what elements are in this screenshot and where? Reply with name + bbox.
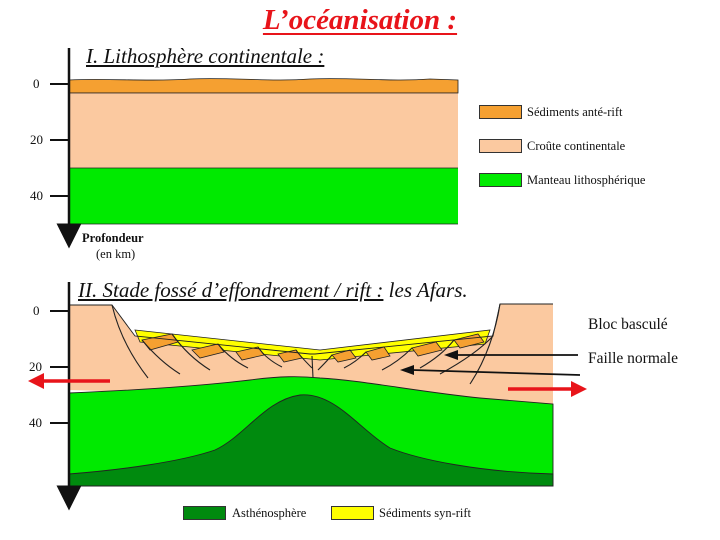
- section1-title: I. Lithosphère continentale :: [86, 44, 324, 69]
- section2-title-underlined: II. Stade fossé d’effondrement / rift :: [78, 278, 384, 302]
- legend-label-asthenosphere: Asthénosphère: [232, 506, 307, 520]
- depth-axis-unit: (en km): [96, 247, 136, 261]
- page-title: L’océanisation :: [262, 4, 458, 36]
- legend-label-lithospheric-mantle: Manteau lithosphérique: [527, 173, 646, 187]
- legend-swatch-continental-crust: [479, 139, 522, 153]
- section2-block: [68, 303, 554, 487]
- legend-swatch-syn-rift-sediments: [331, 506, 374, 520]
- section1-tick-40: 40: [30, 188, 43, 203]
- depth-axis-label: Profondeur: [82, 231, 144, 245]
- section2-tilted-block-sediment: [411, 341, 443, 357]
- section1-title-text: I. Lithosphère continentale :: [86, 44, 325, 68]
- section1-tick-0: 0: [33, 76, 40, 91]
- tilted-block-leader: [444, 350, 578, 360]
- legend-swatch-lithospheric-mantle: [479, 173, 522, 187]
- section2-asthenosphere: [68, 394, 554, 487]
- legend-swatch-asthenosphere: [183, 506, 226, 520]
- section1-lithospheric-mantle: [69, 168, 458, 224]
- section1-tick-20: 20: [30, 132, 43, 147]
- section1-depth-axis: [50, 48, 82, 249]
- annotation-normal-fault: Faille normale: [588, 350, 678, 367]
- section2-normal-faults: [111, 303, 501, 385]
- section1-continental-crust: [69, 93, 458, 168]
- normal-fault-leader: [400, 365, 581, 376]
- section2-title: II. Stade fossé d’effondrement / rift : …: [78, 278, 468, 303]
- legend-label-syn-rift-sediments: Sédiments syn-rift: [379, 506, 472, 520]
- section2-tick-0: 0: [33, 303, 40, 318]
- section1-block: [68, 78, 459, 225]
- annotation-tilted-block: Bloc basculé: [588, 316, 668, 333]
- extension-arrow-left: [28, 373, 110, 389]
- section2-tilted-block-sediment: [191, 343, 225, 359]
- section2-tilted-block-sediment: [331, 349, 357, 363]
- legend-swatch-pre-rift-sediments: [479, 105, 522, 119]
- section1-pre-rift-sediments: [68, 78, 459, 94]
- extension-arrow-right: [508, 381, 587, 397]
- legend-label-continental-crust: Croûte continentale: [527, 139, 626, 153]
- section2-tick-20: 20: [29, 359, 42, 374]
- section2-tilted-block-sediment: [365, 346, 391, 361]
- section2-tick-40: 40: [29, 415, 42, 430]
- legend-label-pre-rift-sediments: Sédiments anté-rift: [527, 105, 623, 119]
- section2-title-rest: les Afars.: [383, 278, 468, 302]
- section2-depth-axis: [50, 282, 82, 511]
